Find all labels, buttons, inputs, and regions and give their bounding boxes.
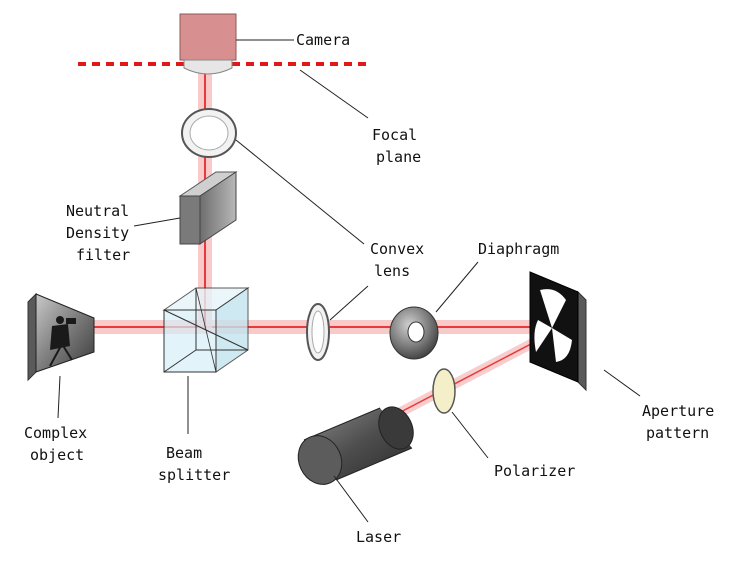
label-camera: Camera bbox=[296, 31, 350, 49]
aperture-blades bbox=[534, 289, 572, 362]
top-convex-lens bbox=[181, 108, 237, 158]
diaphragm-ring bbox=[389, 306, 439, 360]
cameraman-silhouette bbox=[49, 316, 76, 367]
label-laser: Laser bbox=[356, 528, 401, 546]
aperture-pattern-plate bbox=[529, 271, 587, 392]
label-convex-lens-line2: lens bbox=[374, 262, 410, 280]
camera bbox=[179, 13, 237, 75]
middle-convex-lens bbox=[306, 303, 330, 361]
beam-laser bbox=[392, 328, 555, 420]
label-diaphragm: Diaphragm bbox=[478, 240, 559, 258]
label-aperture-pattern-line2: pattern bbox=[646, 424, 709, 442]
label-complex-object-line1: Complex bbox=[24, 424, 87, 442]
label-nd-filter-line2: Density bbox=[66, 224, 129, 242]
label-polarizer: Polarizer bbox=[494, 462, 575, 480]
beam-splitter-cube bbox=[162, 287, 250, 373]
label-focal-plane-line2: plane bbox=[376, 148, 421, 166]
leader-lines bbox=[57, 39, 641, 523]
label-nd-filter-line1: Neutral bbox=[66, 202, 129, 220]
nd-filter bbox=[178, 171, 238, 245]
label-aperture-pattern-line1: Aperture bbox=[642, 402, 714, 420]
label-nd-filter-line3: filter bbox=[76, 246, 130, 264]
label-convex-lens-line1: Convex bbox=[370, 240, 424, 258]
polarizer-disc bbox=[432, 368, 456, 414]
beam-horizontal bbox=[60, 320, 550, 334]
label-beam-splitter-line1: Beam bbox=[166, 444, 202, 462]
label-focal-plane-line1: Focal bbox=[372, 126, 417, 144]
laser-cylinder bbox=[297, 406, 414, 485]
label-beam-splitter-line2: splitter bbox=[158, 466, 230, 484]
label-complex-object-line2: object bbox=[30, 446, 84, 464]
complex-object-panel bbox=[27, 292, 95, 382]
